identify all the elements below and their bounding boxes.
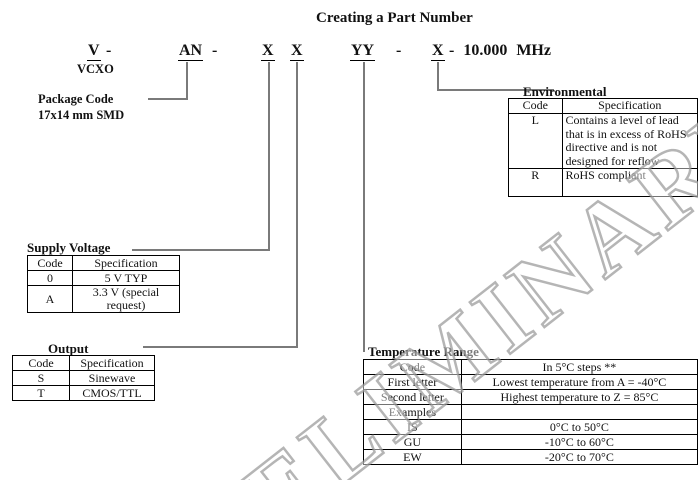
table-cell: -20°C to 70°C: [460, 449, 698, 465]
connector-environmental-vertical: [437, 62, 439, 91]
connector-environmental-horizontal: [437, 89, 554, 91]
connector-supply-horizontal: [132, 249, 270, 251]
table-cell: [460, 404, 698, 420]
table-cell: Code: [508, 98, 563, 114]
table-cell: 3.3 V (special request): [72, 285, 180, 313]
pn-frequency: - 10.000 MHz: [449, 42, 551, 59]
pn-dash-1: -: [106, 42, 112, 59]
page-title: Creating a Part Number: [316, 10, 473, 26]
table-cell: Code: [12, 355, 70, 371]
pn-temperature-code: YY: [350, 42, 376, 61]
table-cell: 0: [27, 270, 73, 286]
output-title: Output: [48, 341, 89, 356]
pn-dash-2: -: [212, 42, 218, 59]
table-cell: Specification: [69, 355, 155, 371]
connector-output-horizontal: [143, 346, 298, 348]
table-cell: 5 V TYP: [72, 270, 180, 286]
connector-package-vertical: [186, 62, 188, 100]
pn-supply-voltage-code: X: [261, 42, 275, 61]
table-cell: S: [12, 370, 70, 386]
pn-series-code: V: [87, 42, 101, 61]
table-cell: In 5°C steps **: [460, 359, 698, 375]
table-cell: First letter: [363, 374, 462, 390]
table-cell: CMOS/TTL: [69, 385, 155, 401]
supply-voltage-title: Supply Voltage: [27, 240, 111, 255]
connector-temperature-vertical: [363, 62, 365, 352]
pn-output-code: X: [290, 42, 304, 61]
table-cell: Examples: [363, 404, 462, 420]
table-cell: 0°C to 50°C: [460, 419, 698, 435]
table-cell: Second letter: [363, 389, 462, 405]
table-cell: EW: [363, 449, 462, 465]
package-caption: Package Code 17x14 mm SMD: [38, 91, 124, 123]
table-cell: RoHS compliant: [561, 168, 698, 197]
connector-supply-vertical: [268, 62, 270, 251]
connector-output-vertical: [296, 62, 298, 348]
series-caption: VCXO: [77, 62, 114, 76]
table-cell: Sinewave: [69, 370, 155, 386]
environmental-title: Environmental: [523, 84, 607, 99]
connector-package-horizontal: [148, 98, 188, 100]
package-caption-line2: 17x14 mm SMD: [38, 108, 125, 122]
pn-dash-3: -: [396, 42, 402, 59]
table-cell: -10°C to 60°C: [460, 434, 698, 450]
pn-package-code: AN: [178, 42, 204, 61]
table-cell: T: [12, 385, 70, 401]
table-cell: Contains a level of lead that is in exce…: [561, 113, 698, 169]
table-cell: Code: [27, 255, 73, 271]
table-cell: Specification: [561, 98, 698, 114]
table-cell: Specification: [72, 255, 180, 271]
table-cell: Code: [363, 359, 462, 375]
table-cell: IS: [363, 419, 462, 435]
table-cell: Highest temperature to Z = 85°C: [460, 389, 698, 405]
table-cell: R: [508, 168, 563, 197]
pn-environmental-code: X: [431, 42, 445, 61]
package-caption-line1: Package Code: [38, 92, 114, 106]
table-cell: A: [27, 285, 73, 313]
table-cell: GU: [363, 434, 462, 450]
table-cell: Lowest temperature from A = -40°C: [460, 374, 698, 390]
temperature-range-title: Temperature Range: [368, 344, 479, 359]
table-cell: L: [508, 113, 563, 169]
